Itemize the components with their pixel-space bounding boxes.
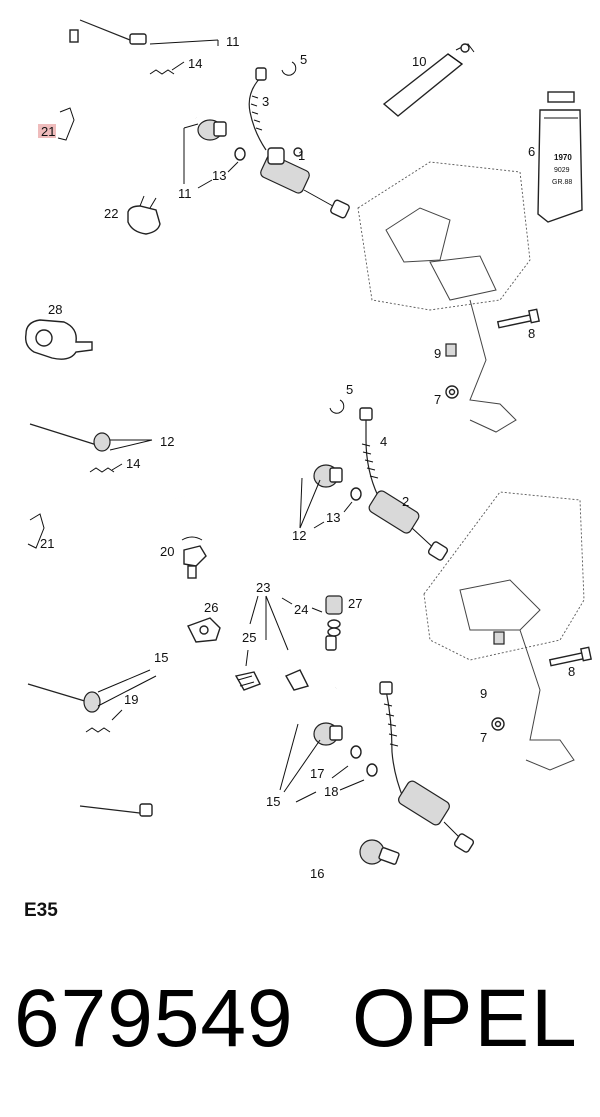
bolt-8a bbox=[496, 308, 540, 329]
seal-17 bbox=[350, 745, 362, 759]
washer-23 bbox=[327, 619, 341, 637]
callout-9-top: 9 bbox=[434, 346, 441, 361]
callout-8-mid: 8 bbox=[568, 664, 575, 679]
clip-19 bbox=[85, 727, 111, 733]
callout-11-mid: 11 bbox=[178, 186, 192, 201]
callout-26: 26 bbox=[204, 600, 218, 615]
plug-27 bbox=[325, 595, 343, 615]
callout-4: 4 bbox=[380, 434, 387, 449]
callout-18: 18 bbox=[324, 784, 338, 799]
callout-5-mid: 5 bbox=[346, 382, 353, 397]
seal-13b bbox=[350, 487, 362, 501]
bleeder-screw-25 bbox=[234, 671, 261, 691]
callout-16: 16 bbox=[310, 866, 324, 881]
pedal-box-middle bbox=[423, 491, 585, 771]
grease-tube-6 bbox=[537, 91, 583, 223]
clip-9b bbox=[493, 631, 505, 645]
callout-7-mid: 7 bbox=[480, 730, 487, 745]
callout-2: 2 bbox=[402, 494, 409, 509]
clip-14b bbox=[89, 467, 115, 473]
pedal-box-upper bbox=[357, 161, 531, 433]
callout-12-mid: 12 bbox=[292, 528, 306, 543]
master-cylinder-1 bbox=[260, 147, 350, 219]
svg-text:GR.88: GR.88 bbox=[552, 179, 572, 186]
hose-assembly-16 bbox=[64, 798, 400, 892]
callout-11-top: 11 bbox=[226, 34, 240, 49]
brand-name: OPEL bbox=[352, 973, 579, 1064]
callout-10: 10 bbox=[412, 54, 426, 69]
bolt-8b bbox=[548, 646, 592, 667]
callout-23: 23 bbox=[256, 580, 270, 595]
circlip-5 bbox=[281, 61, 297, 76]
callout-17: 17 bbox=[310, 766, 324, 781]
callout-1: 1 bbox=[298, 148, 305, 163]
callout-21-mid: 21 bbox=[40, 536, 54, 551]
callout-8-top: 8 bbox=[528, 326, 535, 341]
callout-25: 25 bbox=[242, 630, 256, 645]
callout-15-low: 15 bbox=[266, 794, 280, 809]
nut-7b bbox=[491, 717, 505, 731]
callout-22: 22 bbox=[104, 206, 118, 221]
leaders-lower bbox=[97, 595, 365, 803]
diagram-code: E35 bbox=[24, 900, 58, 921]
svg-text:1970: 1970 bbox=[554, 153, 572, 162]
callout-15-top: 15 bbox=[154, 650, 168, 665]
adapter-24 bbox=[268, 635, 337, 695]
cylinder-body-28 bbox=[24, 319, 93, 360]
pipe-3 bbox=[248, 67, 267, 151]
callout-9-mid: 9 bbox=[480, 686, 487, 701]
bleed-valve-20 bbox=[181, 536, 207, 579]
grease-tube-label: 1970 9029 GR.88 bbox=[552, 153, 572, 186]
seal-13a bbox=[234, 147, 246, 161]
callout-19: 19 bbox=[124, 692, 138, 707]
slave-cylinder-lower bbox=[379, 681, 475, 853]
callout-24: 24 bbox=[294, 602, 308, 617]
callout-3: 3 bbox=[262, 94, 269, 109]
callout-13-top: 13 bbox=[212, 168, 226, 183]
clamp-22 bbox=[127, 195, 161, 235]
pipe-4 bbox=[359, 407, 379, 497]
callout-7-top: 7 bbox=[434, 392, 441, 407]
hose-assembly-11 bbox=[66, 13, 227, 141]
callout-6: 6 bbox=[528, 144, 535, 159]
svg-text:9029: 9029 bbox=[554, 167, 570, 174]
hose-assembly-15 bbox=[14, 676, 343, 764]
bracket-21-highlighted bbox=[38, 107, 75, 141]
callout-labels: 11 14 5 10 3 6 21 1 13 11 22 28 8 9 7 5 … bbox=[40, 34, 575, 881]
master-cylinder-2 bbox=[368, 490, 449, 561]
callout-12-top: 12 bbox=[160, 434, 174, 449]
callout-21-top: 21 bbox=[41, 124, 55, 139]
clip-9a bbox=[445, 343, 457, 357]
callout-14-top: 14 bbox=[188, 56, 202, 71]
hose-assembly-12 bbox=[14, 416, 343, 502]
circlip-5b bbox=[329, 399, 345, 414]
callout-20: 20 bbox=[160, 544, 174, 559]
leaders-top bbox=[149, 39, 239, 189]
seal-18 bbox=[366, 763, 378, 777]
callout-14-mid: 14 bbox=[126, 456, 140, 471]
callout-27: 27 bbox=[348, 596, 362, 611]
callout-28: 28 bbox=[48, 302, 62, 317]
dust-cover-10 bbox=[382, 43, 475, 117]
part-number: 679549 bbox=[14, 973, 294, 1064]
repair-kit-26 bbox=[187, 617, 221, 643]
bracket-21b bbox=[27, 513, 45, 549]
clip-14 bbox=[149, 69, 175, 75]
leaders-middle bbox=[109, 439, 353, 529]
callout-5-top: 5 bbox=[300, 52, 307, 67]
nut-7a bbox=[445, 385, 459, 399]
callout-13-mid: 13 bbox=[326, 510, 340, 525]
